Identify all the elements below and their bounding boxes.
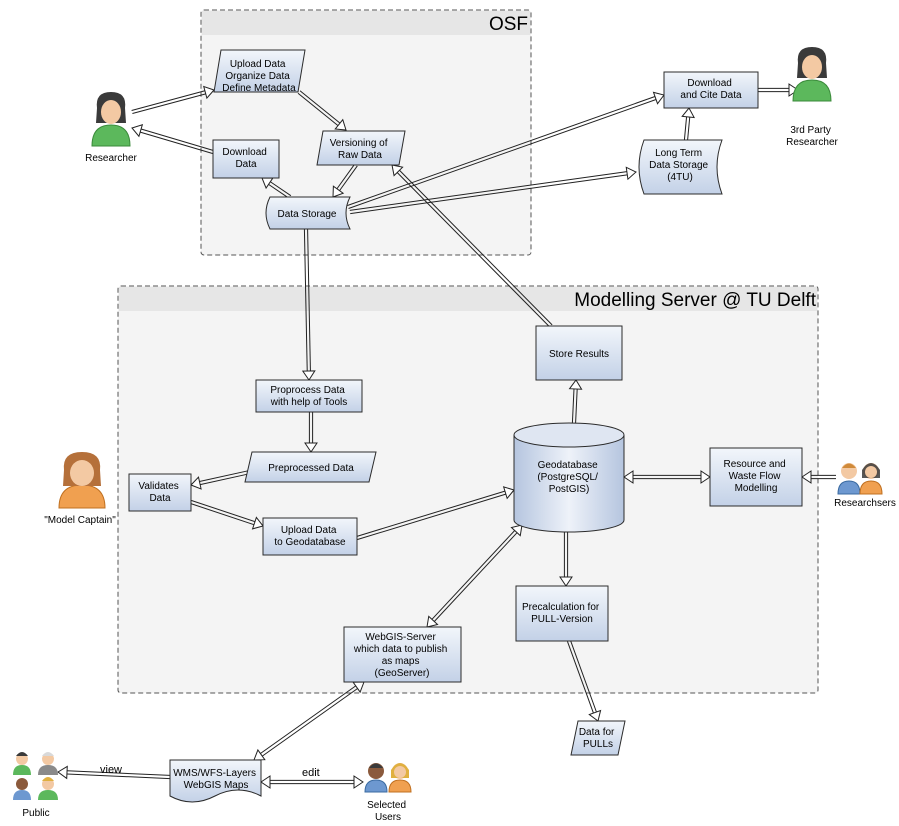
public-label: Public xyxy=(22,808,49,819)
data-for-pulls-label: Data for PULLs xyxy=(579,727,617,750)
wms-shape xyxy=(169,759,262,803)
modelling-server-title: Modelling Server @ TU Delft xyxy=(574,290,816,311)
connectors xyxy=(57,83,836,789)
arrow-precalc-to-pulls xyxy=(567,640,602,722)
model-captain-label: "Model Captain" xyxy=(44,515,116,526)
preprocess-box xyxy=(255,379,363,413)
preprocessed-data-label: Preprocessed Data xyxy=(268,463,354,474)
people-pair-icon xyxy=(837,463,883,495)
resource-box xyxy=(709,447,803,507)
upload-data-shape xyxy=(213,49,306,93)
arrow-wms-to-public xyxy=(57,765,171,780)
store-results-label: Store Results xyxy=(549,349,609,360)
people-pair-icon xyxy=(364,763,412,793)
actor-third-party: 3rd Party Researcher xyxy=(786,47,839,148)
download-cite-label: Download and Cite Data xyxy=(680,78,742,101)
download-osf-label: Download Data xyxy=(222,147,269,170)
arrow-preprocessed-to-validates xyxy=(190,469,251,490)
geodatabase-label: Geodatabase (PostgreSQL/ PostGIS) xyxy=(537,460,600,495)
versioning-label: Versioning of Raw Data xyxy=(330,138,391,161)
webgis-box xyxy=(343,626,462,683)
arrow-versioning-to-storage xyxy=(332,163,358,198)
precalc-label: Precalculation for PULL-Version xyxy=(522,602,602,625)
node-upload-geo[interactable]: Upload Data to Geodatabase xyxy=(262,517,358,556)
edge-label-edit: edit xyxy=(302,767,320,779)
arrow-researcher-to-upload xyxy=(131,85,215,115)
node-preprocessed-data[interactable]: Preprocessed Data xyxy=(244,451,377,483)
selected-users-label: Selected Users xyxy=(367,800,409,823)
store-results-box xyxy=(535,325,623,381)
arrow-geodb-to-results xyxy=(568,379,583,424)
preprocessed-data-shape xyxy=(244,451,377,483)
arrow-geodb-to-precalc xyxy=(559,532,573,587)
validates-box xyxy=(128,473,192,512)
download-cite-box xyxy=(663,71,759,109)
arrow-validates-to-uploadgeo xyxy=(190,500,264,530)
data-storage-label: Data Storage xyxy=(278,209,337,220)
arrow-wms-selected xyxy=(260,775,364,789)
arrow-geodb-resource xyxy=(623,470,711,484)
people-group-icon xyxy=(13,752,58,800)
resource-label: Resource and Waste Flow Modelling xyxy=(723,459,788,494)
actor-public: Public xyxy=(13,752,58,819)
node-download-cite[interactable]: Download and Cite Data xyxy=(663,71,759,109)
node-store-results[interactable]: Store Results xyxy=(535,325,623,381)
arrow-geodb-webgis xyxy=(426,524,523,628)
actor-researchers-group: Researchsers xyxy=(834,463,896,509)
actor-researcher: Researcher xyxy=(85,92,138,164)
researcher-label: Researcher xyxy=(85,153,137,164)
node-resource-modelling[interactable]: Resource and Waste Flow Modelling xyxy=(709,447,803,507)
versioning-shape xyxy=(316,130,406,166)
third-party-label: 3rd Party Researcher xyxy=(786,125,838,148)
upload-geo-box xyxy=(262,517,358,556)
wms-label: WMS/WFS-Layers WebGIS Maps xyxy=(173,768,259,791)
person-female-green-icon xyxy=(792,47,832,102)
arrow-preprocess-to-preprocessed xyxy=(304,412,318,453)
actor-selected-users: Selected Users xyxy=(364,763,412,823)
node-geodatabase[interactable]: Geodatabase (PostgreSQL/ PostGIS) xyxy=(513,422,625,533)
node-upload-osf[interactable]: Upload Data Organize Data Define Metadat… xyxy=(213,49,306,94)
data-for-pulls-shape xyxy=(570,720,626,756)
actor-model-captain: "Model Captain" xyxy=(44,452,116,526)
node-data-for-pulls[interactable]: Data for PULLs xyxy=(570,720,626,756)
arrow-downloadcite-to-thirdparty xyxy=(758,83,799,97)
arrow-longterm-to-downloadcite xyxy=(681,107,696,141)
node-versioning[interactable]: Versioning of Raw Data xyxy=(316,130,406,166)
node-precalculation[interactable]: Precalculation for PULL-Version xyxy=(515,585,609,642)
long-term-storage-shape xyxy=(638,139,723,195)
download-data-box xyxy=(212,139,280,179)
arrow-storage-to-downloadcite xyxy=(347,91,665,209)
arrow-group-to-resource xyxy=(801,470,836,484)
webgis-label: WebGIS-Server which data to publish as m… xyxy=(353,632,450,679)
person-orange-icon xyxy=(58,452,106,509)
researchers-group-label: Researchsers xyxy=(834,498,896,509)
arrow-upload-to-versioning xyxy=(297,90,347,131)
geodatabase-cylinder xyxy=(513,422,625,448)
arrow-results-to-versioning xyxy=(391,164,553,328)
node-validates[interactable]: Validates Data xyxy=(128,473,192,512)
arrow-storage-to-longterm xyxy=(349,166,637,215)
precalc-box xyxy=(515,585,609,642)
node-data-storage[interactable]: Data Storage xyxy=(265,196,351,230)
arrow-storage-to-preprocess xyxy=(301,228,316,381)
node-preprocess[interactable]: Proprocess Data with help of Tools xyxy=(255,379,363,413)
node-wms-layers[interactable]: WMS/WFS-Layers WebGIS Maps xyxy=(169,759,262,803)
edge-label-view: view xyxy=(100,764,122,776)
data-storage-shape xyxy=(265,196,351,230)
node-download-osf[interactable]: Download Data xyxy=(212,139,280,179)
arrow-download-to-researcher xyxy=(131,124,214,155)
arrow-uploadgeo-to-geodb xyxy=(356,486,515,541)
upload-geo-label: Upload Data to Geodatabase xyxy=(274,525,346,548)
arrow-webgis-wms xyxy=(253,681,365,761)
upload-osf-label: Upload Data Organize Data Define Metadat… xyxy=(222,59,296,94)
long-term-label: Long Term Data Storage (4TU) xyxy=(649,148,711,183)
validates-label: Validates Data xyxy=(138,481,181,504)
person-female-green-icon xyxy=(91,92,131,147)
node-webgis-server[interactable]: WebGIS-Server which data to publish as m… xyxy=(343,626,462,683)
preprocess-label: Proprocess Data with help of Tools xyxy=(270,385,348,408)
osf-title: OSF xyxy=(489,14,528,35)
node-long-term-storage[interactable]: Long Term Data Storage (4TU) xyxy=(638,139,723,195)
